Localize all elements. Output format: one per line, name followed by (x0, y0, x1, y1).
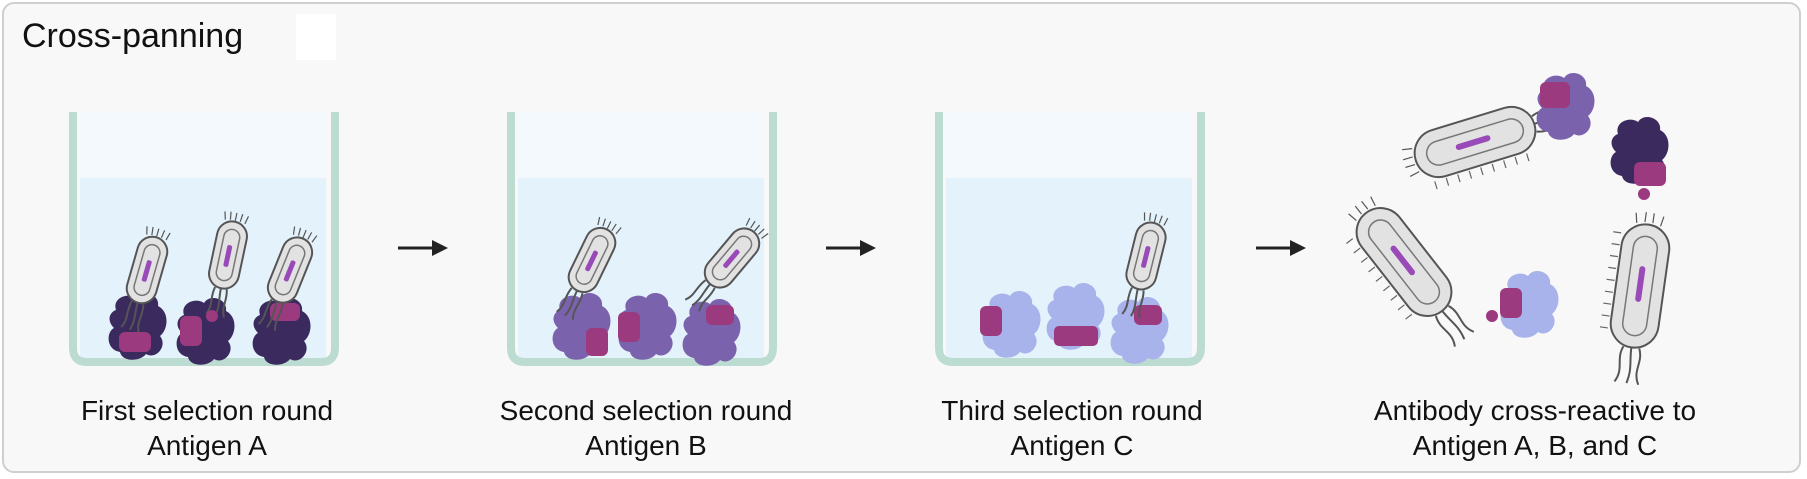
antigen-b-cluster-3 (682, 298, 741, 366)
antigen-a-icon (1536, 72, 1595, 140)
step-caption: Second selection round Antigen B (456, 393, 836, 463)
arrow-icon (1256, 240, 1306, 256)
step-title: First selection round (80, 395, 334, 426)
antigen-c-cluster-2 (1046, 282, 1105, 350)
antigen-b-cluster-1 (552, 292, 611, 360)
antigen-a-cluster-2 (176, 297, 235, 365)
arrow-icon (398, 240, 448, 256)
antigen-c-cluster-3 (1110, 296, 1169, 364)
antigen-b-icon (1610, 116, 1669, 200)
antigen-a-cluster-1 (108, 292, 167, 360)
step-antigen: Antigen B (585, 430, 707, 461)
step-antigen: Antigen A (147, 430, 267, 461)
step-antigen: Antigen C (1010, 430, 1134, 461)
antigen-c-icon (1500, 270, 1559, 338)
result-title: Antibody cross-reactive to (1373, 395, 1697, 426)
step-title: Second selection round (499, 395, 793, 426)
step-caption: First selection round Antigen A (17, 393, 397, 463)
antigen-c-cluster-1 (980, 290, 1041, 358)
antigen-b-cluster-2 (618, 292, 677, 360)
result-antigens: Antigen A, B, and C (1412, 430, 1658, 461)
step-title: Third selection round (941, 395, 1203, 426)
phage-icon (1330, 187, 1498, 362)
result-caption: Antibody cross-reactive to Antigen A, B,… (1345, 393, 1725, 463)
title-blank-box (296, 14, 336, 60)
diagram-title: Cross-panning (22, 17, 244, 55)
arrow-icon (826, 240, 876, 256)
step-caption: Third selection round Antigen C (882, 393, 1262, 463)
phage-icon (1591, 206, 1676, 388)
phage-icon (199, 208, 253, 322)
